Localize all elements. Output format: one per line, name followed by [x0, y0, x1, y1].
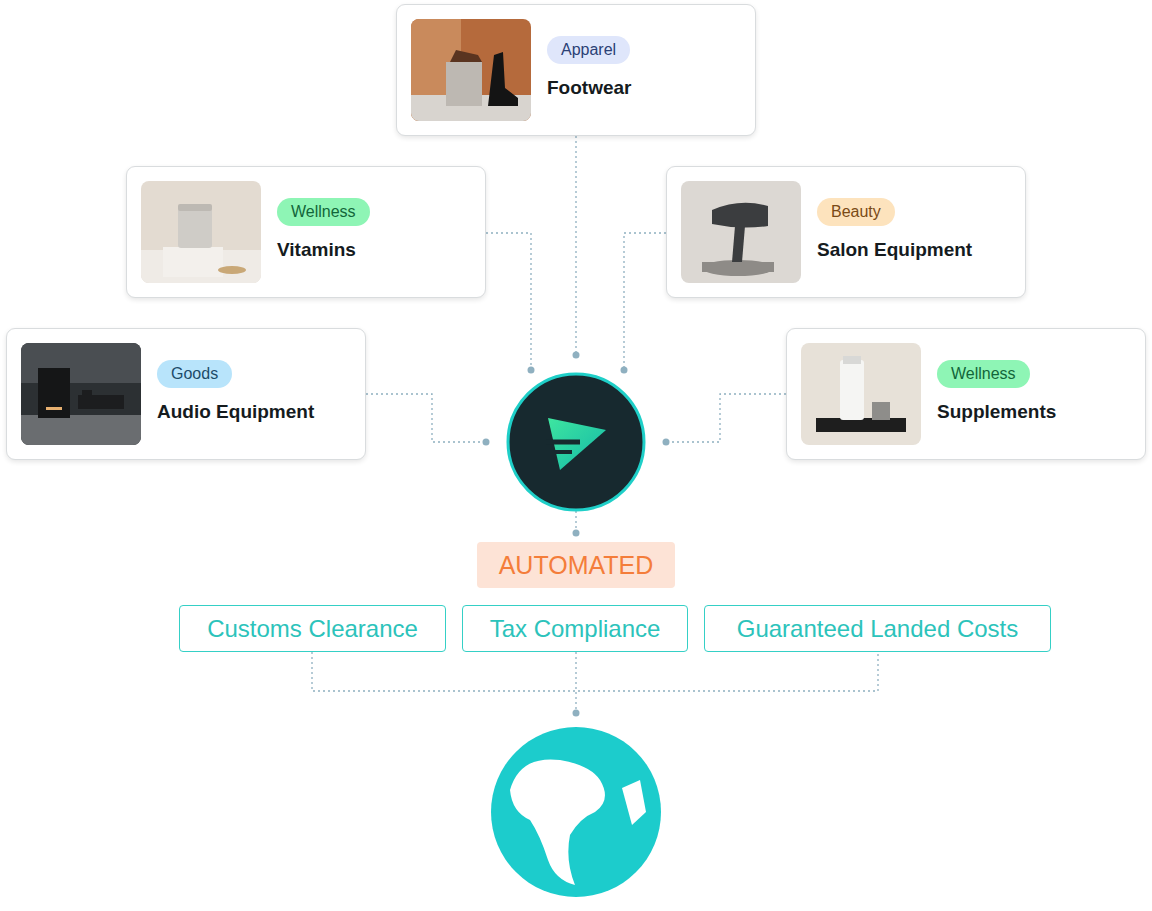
- vitamins-photo: [141, 181, 261, 283]
- leader-line: [575, 652, 576, 713]
- node-text: Beauty: [831, 203, 881, 220]
- product-card: Salon Equipment Beauty: [666, 166, 1026, 298]
- node-text: Vitamins: [277, 239, 356, 261]
- product-card: Supplements Wellness: [786, 328, 1146, 460]
- product-card: Audio Equipment Goods: [6, 328, 366, 460]
- globe-icon: [491, 727, 661, 897]
- service-box: Guaranteed Landed Costs: [704, 605, 1051, 652]
- platform-logo: [508, 374, 644, 510]
- node-text: AUTOMATED: [499, 551, 654, 580]
- automated-badge: AUTOMATED: [477, 542, 675, 588]
- salon-photo: [681, 181, 801, 283]
- node-text: Customs Clearance: [207, 615, 418, 643]
- node-text: Salon Equipment: [817, 239, 972, 261]
- category-tag: Wellness: [277, 198, 370, 226]
- node-text: Audio Equipment: [157, 401, 314, 423]
- leader-line: [666, 394, 786, 442]
- node-text: Wellness: [291, 203, 356, 220]
- node-text: Footwear: [547, 77, 631, 99]
- category-tag: Wellness: [937, 360, 1030, 388]
- product-card: Vitamins Wellness: [126, 166, 486, 298]
- product-card: Footwear Apparel: [396, 4, 756, 136]
- node-text: Apparel: [561, 41, 616, 58]
- audio-photo: [21, 343, 141, 445]
- node-text: Guaranteed Landed Costs: [737, 615, 1019, 643]
- node-text: Goods: [171, 365, 218, 382]
- leader-line: [312, 652, 878, 691]
- category-tag: Goods: [157, 360, 232, 388]
- footwear-photo: [411, 19, 531, 121]
- service-box: Tax Compliance: [462, 605, 688, 652]
- leader-line: [624, 233, 666, 370]
- leader-line: [575, 136, 576, 355]
- category-tag: Beauty: [817, 198, 895, 226]
- node-text: Wellness: [951, 365, 1016, 382]
- leader-line: [366, 394, 486, 442]
- service-box: Customs Clearance: [179, 605, 446, 652]
- node-text: Tax Compliance: [490, 615, 661, 643]
- supplements-photo: [801, 343, 921, 445]
- node-text: Supplements: [937, 401, 1056, 423]
- category-tag: Apparel: [547, 36, 630, 64]
- leader-line: [486, 233, 531, 370]
